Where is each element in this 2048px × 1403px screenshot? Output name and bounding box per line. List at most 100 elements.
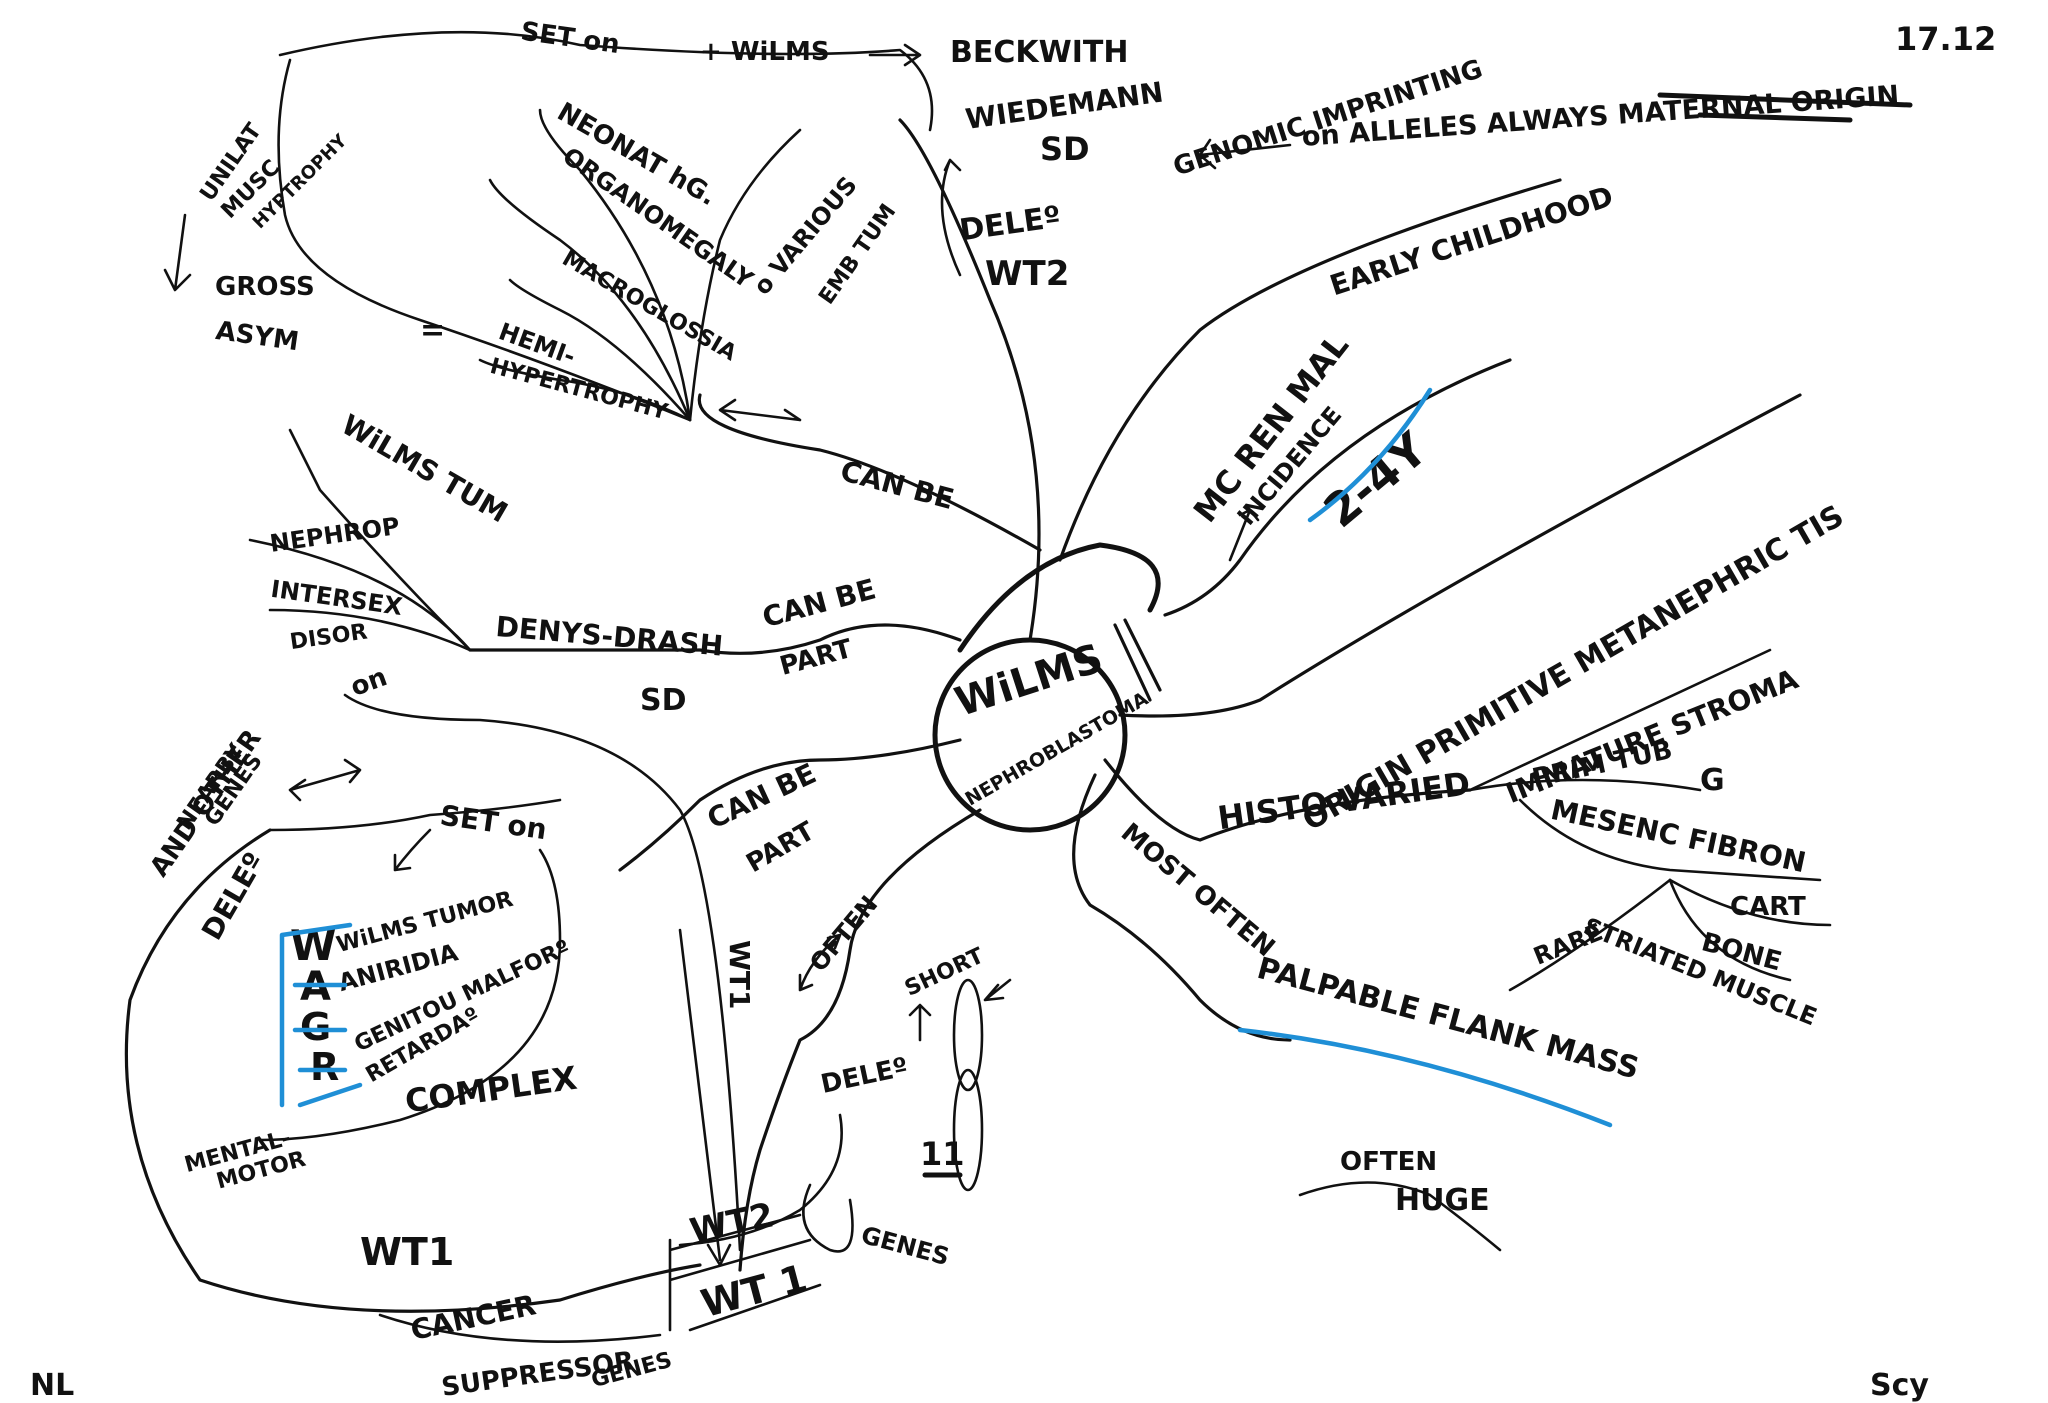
hypertrophy-label: HYPERTROPHY <box>487 354 671 426</box>
palpable-underline <box>1237 1027 1613 1128</box>
author-right: Scy <box>1870 1368 1929 1403</box>
branch-top-line <box>898 118 1041 642</box>
kidney-lines <box>1113 618 1162 702</box>
arrow-down-icon <box>163 213 192 292</box>
dele9-line <box>678 1113 843 1247</box>
disor-label: DISOR <box>288 619 369 655</box>
double-arrow-icon <box>940 158 962 277</box>
denys-line <box>468 623 962 655</box>
immature-line <box>1468 648 1772 792</box>
arrow-right-icon <box>868 43 922 67</box>
genes-loop <box>802 1183 854 1253</box>
top-wilms: + WiLMS <box>700 37 830 67</box>
g-letter: G <box>300 1005 331 1049</box>
can-be-left: CAN BE <box>759 572 879 634</box>
origin-line <box>1118 393 1802 718</box>
bw-fan-1 <box>688 128 802 422</box>
cancer-label: CANCER <box>408 1288 539 1347</box>
short-label: SHORT <box>901 944 988 1002</box>
top-arc <box>278 30 934 132</box>
part-bottom: PART <box>741 816 820 879</box>
prim-tub-line <box>1468 778 1702 792</box>
up-small-arrow-icon <box>908 1003 932 1042</box>
chr-label: 11 <box>920 1135 965 1173</box>
beckwith-label: BECKWITH <box>950 35 1128 70</box>
cart-line <box>1668 878 1832 927</box>
can-be-line <box>697 393 1042 552</box>
often-bottom: OFTEN <box>804 890 883 977</box>
branch-right: MC REN MAL EARLY CHILDHOOD iNCIDENCE 2-4… <box>1058 178 1850 1252</box>
wt-line <box>738 808 982 1272</box>
dele9-label: DELEº <box>818 1052 911 1100</box>
sd-label: SD <box>1040 130 1090 168</box>
branch-wagr: AND OTHER NEARBY GENES DELEº SET on W Wi… <box>124 724 702 1313</box>
up-arrow-icon <box>1228 508 1260 562</box>
on-left: on <box>347 662 391 703</box>
dele-top: DELEº <box>957 200 1063 249</box>
double-arrow-small-icon <box>718 398 802 422</box>
asym-label: ASYM <box>214 316 301 357</box>
nephrop-line <box>248 538 472 652</box>
complex-label: COMPLEX <box>403 1059 580 1121</box>
arrow-left-icon <box>1198 138 1292 170</box>
wiedemann-label: WIEDEMANN <box>963 75 1165 135</box>
g-label: G <box>1700 763 1725 798</box>
chromosome-q-arm <box>952 1068 984 1192</box>
intersex-line <box>268 608 472 652</box>
histo-line <box>1103 758 1472 842</box>
histo-label: HISTO VARIED <box>1215 764 1472 837</box>
often-line <box>1298 1181 1502 1252</box>
bw-fan-3 <box>488 178 692 422</box>
set-on-line <box>268 798 562 832</box>
chromosome-p-arm <box>952 978 984 1092</box>
palpable-label: PALPABLE FLANK MASS <box>1253 951 1642 1087</box>
gross-asym-line <box>277 58 692 422</box>
r-letter: R <box>310 1045 339 1089</box>
double-arrow-often-icon <box>798 933 842 992</box>
genes-bottom: GENES <box>858 1221 952 1271</box>
bw-fan-2 <box>538 108 692 422</box>
wt2-top: WT2 <box>985 254 1069 294</box>
can-be-top: CAN BE <box>837 454 957 516</box>
often-label: OFTEN <box>1340 1147 1437 1177</box>
bw-fan-4 <box>508 278 692 422</box>
branch-bottom: CAN BE PART OFTEN WT1 SHORT DELEº 11 WT2… <box>378 738 1012 1403</box>
rare-line <box>1508 878 1672 992</box>
cancer-line <box>378 1313 662 1343</box>
dele-loop <box>124 828 702 1313</box>
mesenc-line <box>1518 798 1822 882</box>
early-childhood-label: EARLY CHILDHOOD <box>1326 179 1617 302</box>
wagr-bracket <box>279 922 363 1108</box>
mesenc-label: MESENC FIBRON <box>1548 793 1809 879</box>
dele-left: DELEº <box>195 847 271 946</box>
center-title: WiLMS <box>950 635 1109 726</box>
age-label: 2-4Y <box>1314 421 1438 538</box>
bone-line <box>1668 878 1792 982</box>
denys-label: DENYS-DRASH <box>494 610 724 663</box>
can-be-part-line <box>618 738 962 872</box>
double-arrow-left-icon <box>288 758 362 802</box>
wilms-tum-label: WiLMS TUM <box>336 408 513 529</box>
wt-box <box>668 1213 822 1332</box>
branch-left: CAN BE PART DENYS-DRASH SD WiLMS TUM NEP… <box>248 408 962 1252</box>
set-on-left: SET on <box>438 799 549 847</box>
equals-label: = <box>420 313 445 348</box>
mc-line <box>1058 178 1562 562</box>
pointer-arrow-icon <box>983 978 1012 1002</box>
incidence-line <box>1163 358 1512 617</box>
arrow-down-small-icon <box>393 828 432 872</box>
kidney-shape <box>957 542 1161 653</box>
most-often-line <box>1072 773 1292 1042</box>
wagr-loop <box>258 848 562 1142</box>
genito-label: GENITOU MALFORº <box>351 935 574 1057</box>
top-set-on: SET on <box>519 17 622 61</box>
gross-label: GROSS <box>215 272 315 302</box>
sd-left: SD <box>640 683 687 718</box>
wilms-tum-line <box>288 428 472 652</box>
cart-label: CART <box>1730 892 1806 922</box>
nephrop-label: NEPHROP <box>268 512 401 558</box>
wt1-label: WT1 <box>360 1230 454 1274</box>
on-curve <box>343 693 742 1252</box>
huge-label: HUGE <box>1395 1183 1490 1218</box>
